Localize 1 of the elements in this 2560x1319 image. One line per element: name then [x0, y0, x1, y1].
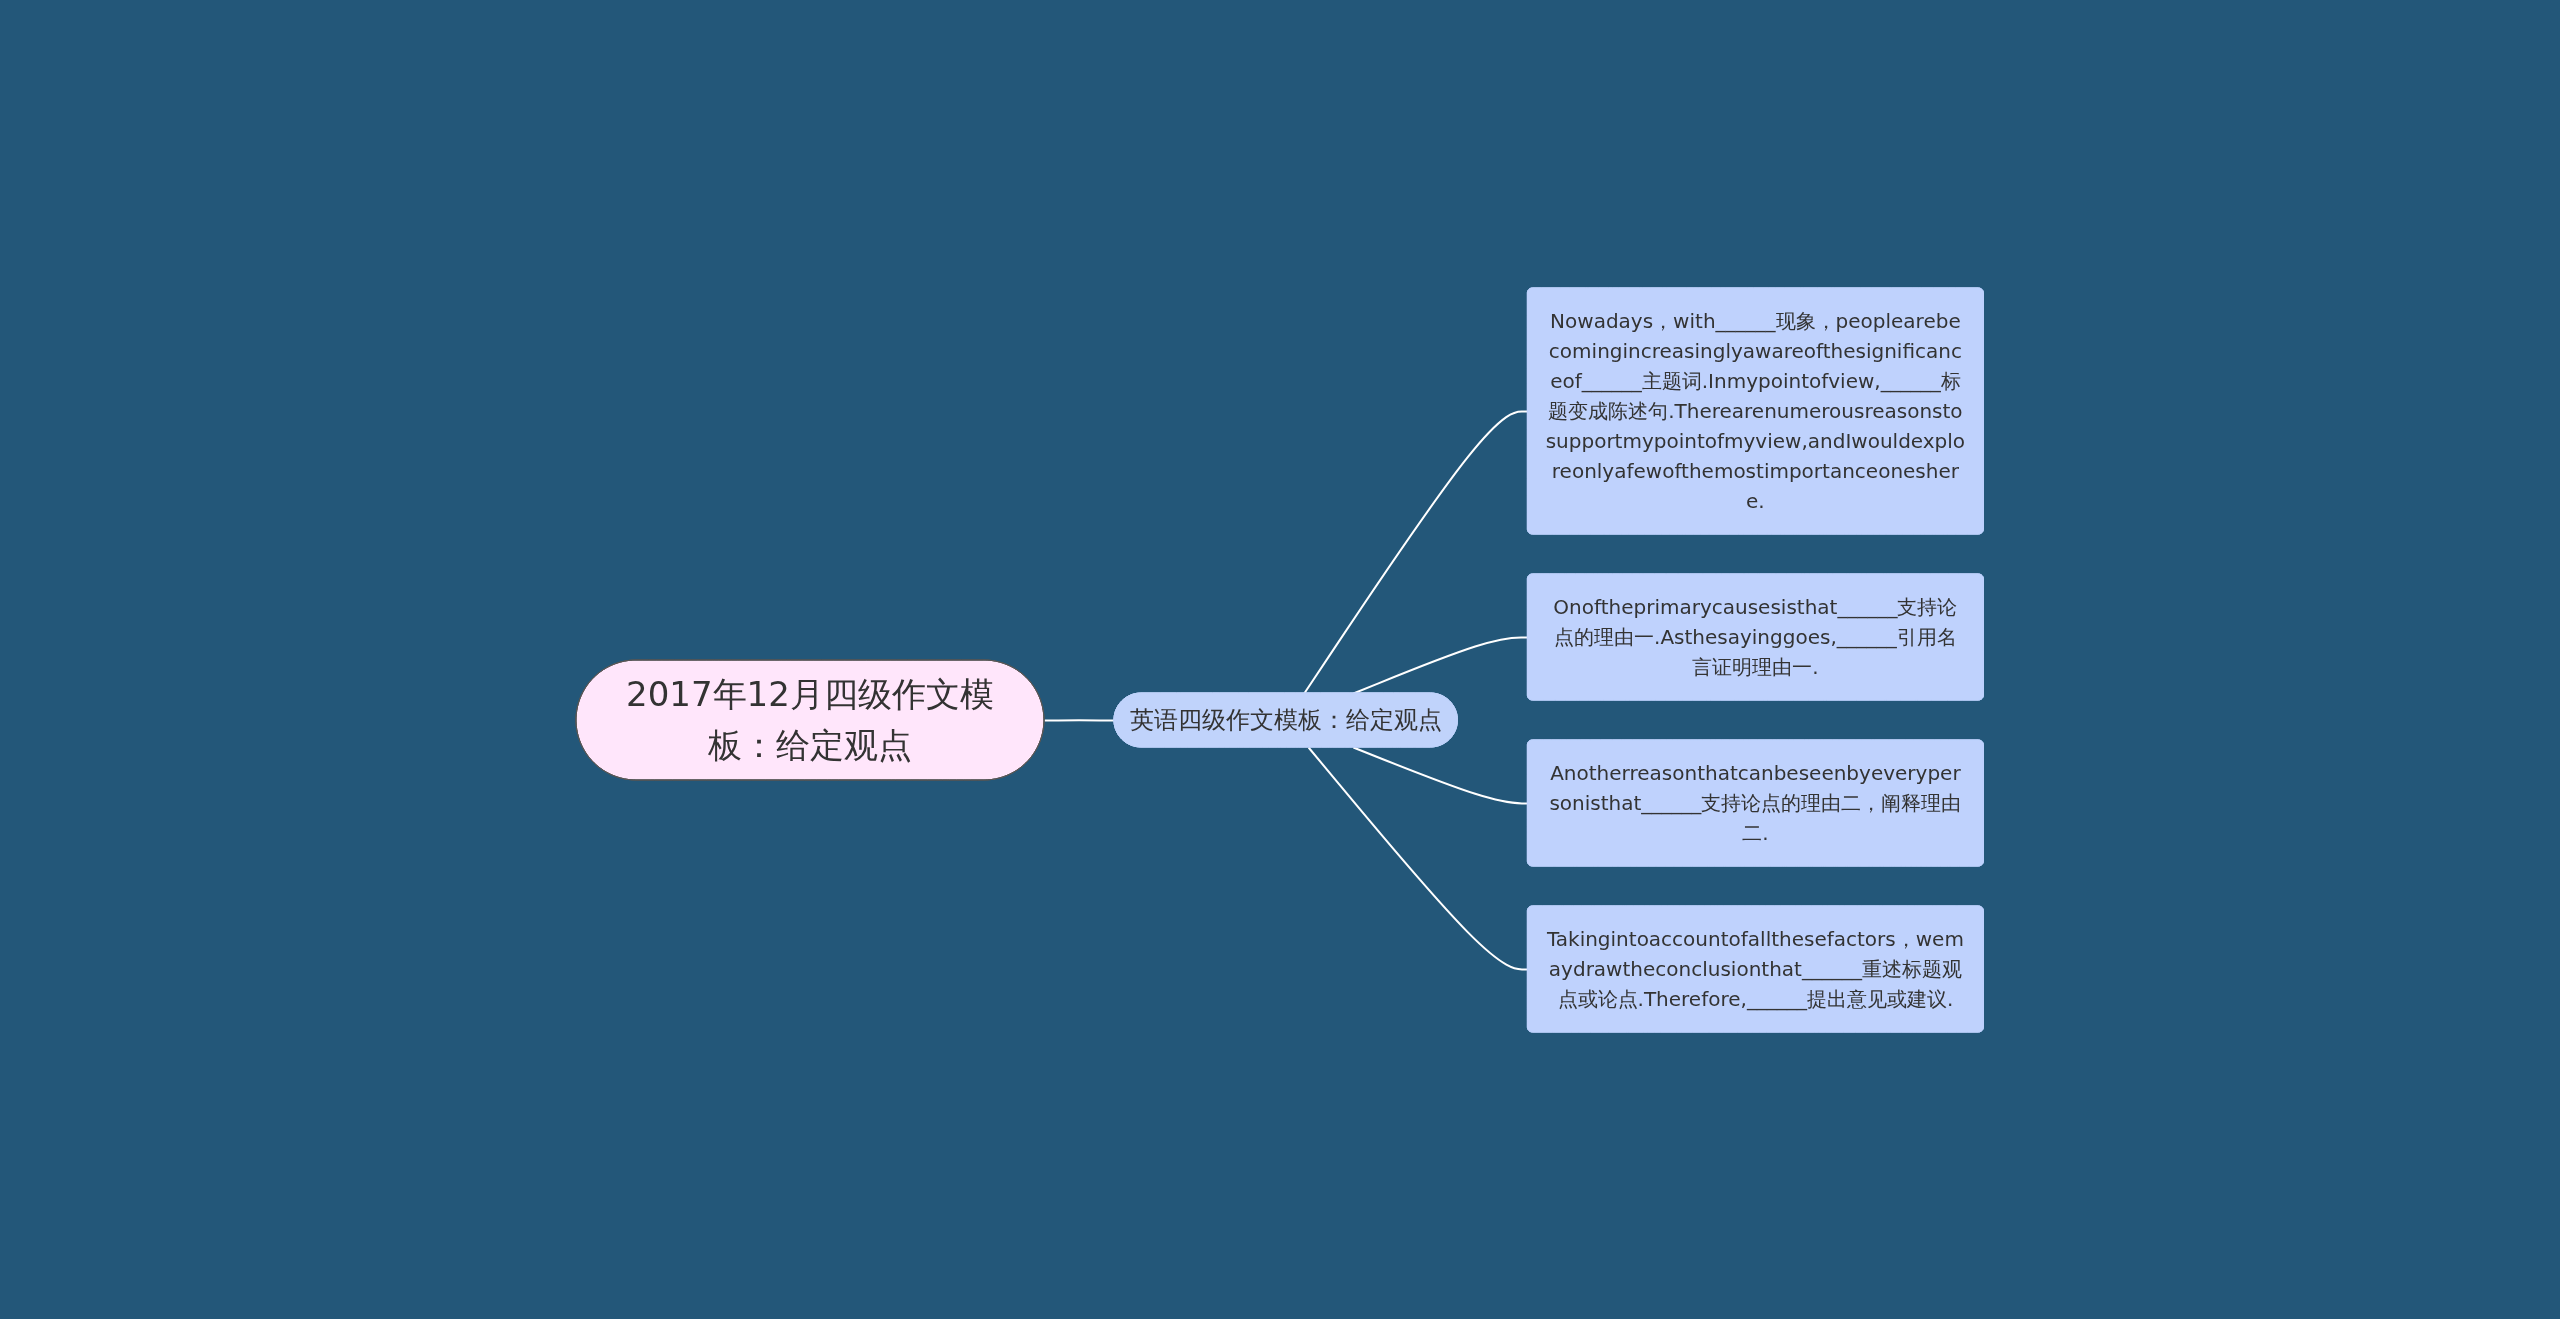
connector [1043, 718, 1116, 721]
